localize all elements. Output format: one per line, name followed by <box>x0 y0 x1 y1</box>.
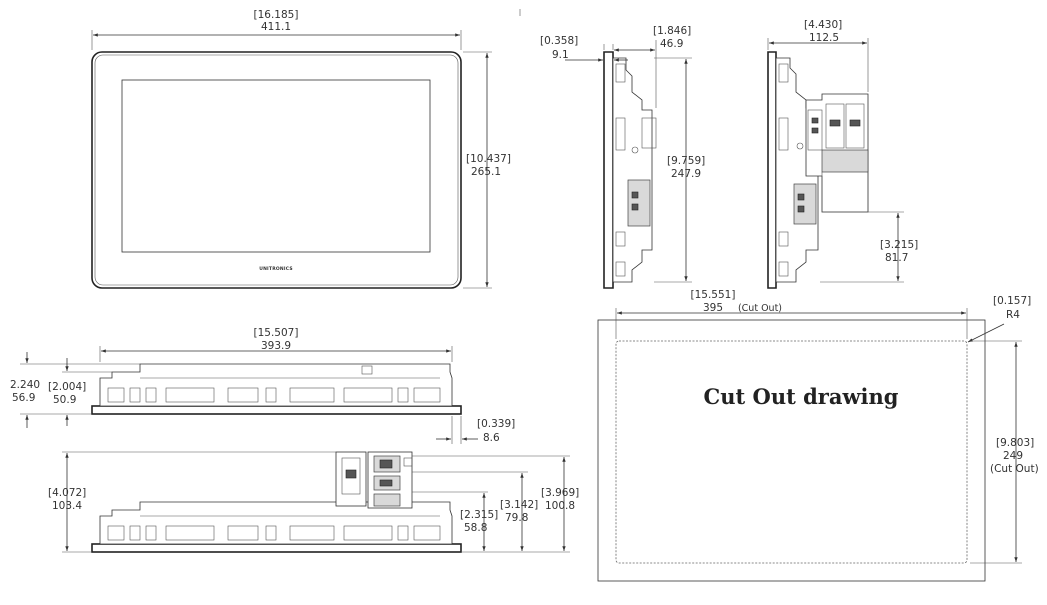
modules-d3-in: [3.969] <box>541 487 579 499</box>
top-height-outer-in: 2.240 <box>10 379 40 391</box>
modules-flange <box>91 543 462 553</box>
front-view: UNITRONICS [16.185] 411.1 [10.437] 265.1 <box>91 9 511 289</box>
modules-d2-mm: 79.8 <box>505 512 528 524</box>
side-view-left: [0.358] 9.1 [1.846] 46.9 [9.759] 247.9 <box>540 25 705 289</box>
modules-height-in: [4.072] <box>48 487 86 499</box>
top-height-inner-in: [2.004] <box>48 381 86 393</box>
top-height-inner-mm: 50.9 <box>53 394 76 406</box>
top-height-outer-mm: 56.9 <box>12 392 35 404</box>
cutout-title: Cut Out drawing <box>704 384 899 409</box>
side-left-height-mm: 247.9 <box>671 168 701 180</box>
side-left-depth-in: [1.846] <box>653 25 691 37</box>
side-left-height-in: [9.759] <box>667 155 705 167</box>
front-logo: UNITRONICS <box>259 266 293 272</box>
modules-d1-mm: 58.8 <box>464 522 487 534</box>
top-view-modules: [4.072] 103.4 [2.315] 58.8 [3.142] 79.8 … <box>48 451 579 553</box>
cutout-frame <box>597 319 986 582</box>
cutout-width-note: (Cut Out) <box>738 303 782 314</box>
side-view-right: [4.430] 112.5 [3.215] 81.7 <box>767 19 918 289</box>
side-right-depth-in: [4.430] <box>804 19 842 31</box>
front-bezel-outer <box>91 51 462 289</box>
modules-d3-mm: 100.8 <box>545 500 575 512</box>
side-right-bezel <box>767 51 777 289</box>
cutout-width-mm: 395 <box>703 302 723 314</box>
cutout-drawing: Cut Out drawing [15.551] 395 (Cut Out) [… <box>597 289 1039 582</box>
side-right-module-mm: 81.7 <box>885 252 908 264</box>
top-width-mm: 393.9 <box>261 340 291 352</box>
side-left-bezel-in: [0.358] <box>540 35 578 47</box>
top-view-flange <box>91 405 462 415</box>
modules-d2-in: [3.142] <box>500 499 538 511</box>
top-flange-mm: 8.6 <box>483 432 500 444</box>
top-width-in: [15.507] <box>254 327 299 339</box>
side-right-module-in: [3.215] <box>880 239 918 251</box>
side-left-bezel-mm: 9.1 <box>552 49 569 61</box>
side-left-bezel <box>603 51 614 289</box>
modules-d1-in: [2.315] <box>460 509 498 521</box>
cutout-height-mm: 249 <box>1003 450 1023 462</box>
top-flange-in: [0.339] <box>477 418 515 430</box>
side-left-depth-mm: 46.9 <box>660 38 683 50</box>
cutout-height-in: [9.803] <box>996 437 1034 449</box>
cutout-outline <box>615 340 968 564</box>
front-width-mm: 411.1 <box>261 21 291 33</box>
cutout-height-note: (Cut Out) <box>990 463 1039 475</box>
cutout-radius-in: [0.157] <box>993 295 1031 307</box>
front-bezel-inner <box>94 54 459 286</box>
top-view: [15.507] 393.9 2.240 56.9 [2.004] 50.9 [… <box>10 327 515 444</box>
cutout-radius-mm: R4 <box>1006 309 1020 321</box>
cutout-width-in: [15.551] <box>691 289 736 301</box>
module-io <box>335 451 367 507</box>
modules-body <box>99 501 453 545</box>
front-screen <box>121 79 431 253</box>
front-width-in: [16.185] <box>254 9 299 21</box>
modules-height-mm: 103.4 <box>52 500 82 512</box>
side-left-body <box>612 57 653 283</box>
side-right-depth-mm: 112.5 <box>809 32 839 44</box>
front-height-mm: 265.1 <box>471 166 501 178</box>
front-height-in: [10.437] <box>466 153 511 165</box>
